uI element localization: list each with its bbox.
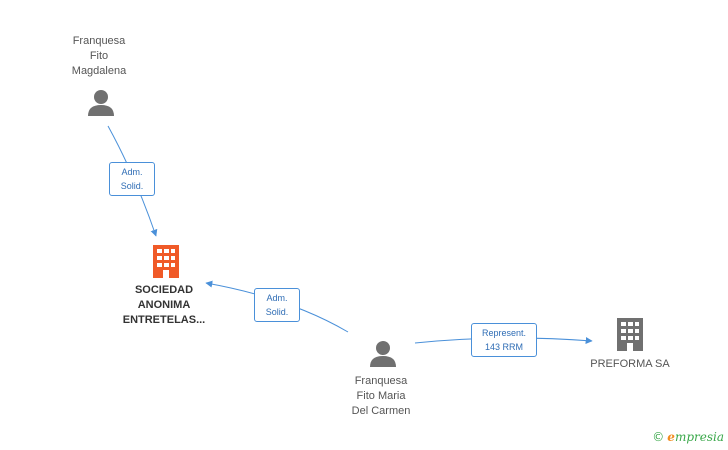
edge-label-adm-solid: Adm. Solid. xyxy=(109,162,155,196)
edge-label-represent: Represent. 143 RRM xyxy=(471,323,537,357)
edge-label-adm-solid: Adm. Solid. xyxy=(254,288,300,322)
person-icon[interactable] xyxy=(370,341,396,367)
node-label-carmen[interactable]: Franquesa Fito Maria Del Carmen xyxy=(351,375,411,417)
copyright-icon: © xyxy=(652,430,665,444)
node-label-sociedad[interactable]: SOCIEDAD ANONIMA ENTRETELAS... xyxy=(122,284,206,326)
person-icon[interactable] xyxy=(88,90,114,116)
node-label-preforma[interactable]: PREFORMA SA xyxy=(590,358,670,370)
building-icon[interactable] xyxy=(153,245,179,278)
building-icon[interactable] xyxy=(617,318,643,351)
empresia-logo: ©empresia xyxy=(652,430,724,444)
node-label-magdalena[interactable]: Franquesa Fito Magdalena xyxy=(71,35,127,77)
